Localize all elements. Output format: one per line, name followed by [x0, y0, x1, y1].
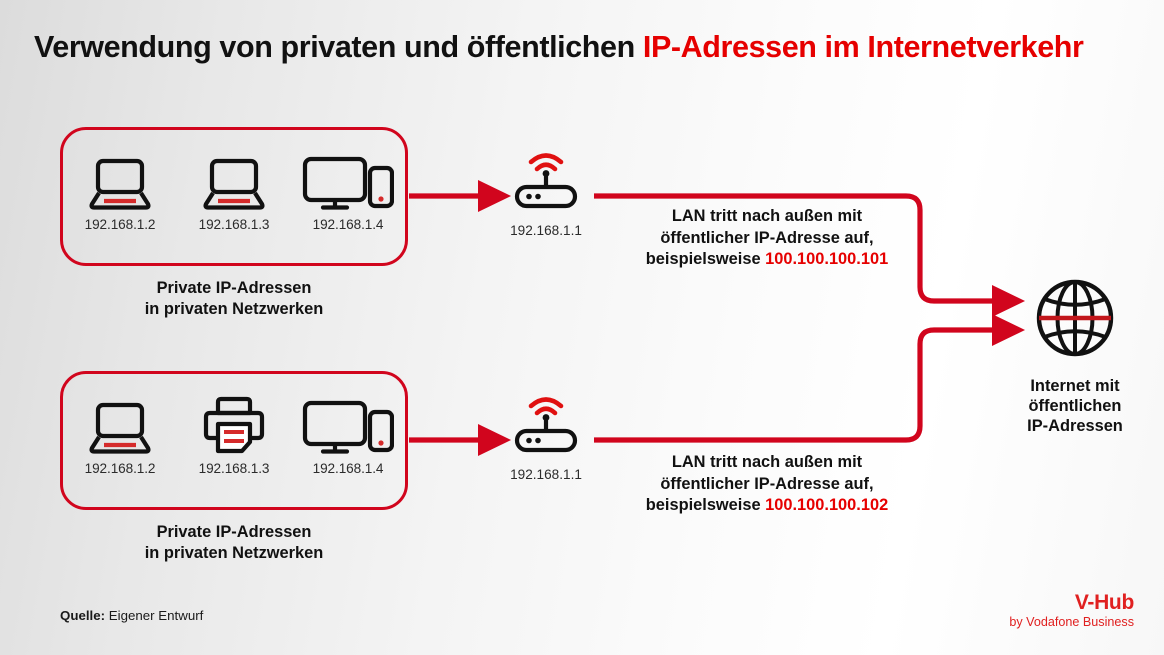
router-ip-label: 192.168.1.1 — [510, 467, 582, 482]
monitor-phone-icon — [302, 392, 394, 454]
internet-caption-line-1: Internet mit — [1030, 377, 1120, 395]
internet-node[interactable]: Internet mit öffentlichen IP-Adressen — [1000, 275, 1150, 436]
device-row-2: 192.168.1.2 192.168.1.3 — [63, 374, 405, 507]
network-caption-2: Private IP-Adressen in privaten Netzwerk… — [60, 522, 408, 564]
source-credit: Quelle: Eigener Entwurf — [60, 608, 203, 623]
device-ip-label: 192.168.1.3 — [198, 461, 270, 476]
device-row-1: 192.168.1.2 192.168.1.3 — [63, 130, 405, 263]
caption-line-1: Private IP-Adressen — [156, 523, 312, 541]
internet-caption-line-3: IP-Adressen — [1027, 417, 1123, 435]
device-ip-label: 192.168.1.2 — [84, 217, 156, 232]
device-2-1[interactable]: 192.168.1.2 — [68, 392, 172, 476]
internet-caption-line-2: öffentlichen — [1028, 397, 1122, 415]
public-ip-value: 100.100.100.101 — [765, 250, 889, 268]
source-value: Eigener Entwurf — [105, 608, 204, 623]
router-2[interactable]: 192.168.1.1 — [486, 392, 606, 482]
wifi-router-icon — [505, 392, 587, 459]
device-ip-label: 192.168.1.2 — [84, 461, 156, 476]
device-1-3[interactable]: 192.168.1.4 — [296, 148, 400, 232]
laptop-icon — [201, 148, 267, 210]
device-2-3[interactable]: 192.168.1.4 — [296, 392, 400, 476]
device-ip-label: 192.168.1.3 — [198, 217, 270, 232]
laptop-icon — [87, 148, 153, 210]
caption-line-1: Private IP-Adressen — [156, 279, 312, 297]
vhub-logo-main: V-Hub — [1074, 591, 1134, 614]
device-2-2[interactable]: 192.168.1.3 — [182, 392, 286, 476]
vhub-logo-sub: by Vodafone Business — [1009, 615, 1134, 629]
lan-note-line-3: beispielsweise 100.100.100.101 — [602, 249, 932, 271]
device-1-2[interactable]: 192.168.1.3 — [182, 148, 286, 232]
caption-line-2: in privaten Netzwerken — [144, 300, 324, 318]
laptop-icon — [87, 392, 153, 454]
caption-line-2: in privaten Netzwerken — [144, 544, 324, 562]
lan-note-line-1: LAN tritt nach außen mit — [671, 207, 863, 225]
internet-caption: Internet mit öffentlichen IP-Adressen — [1027, 376, 1123, 436]
router-1[interactable]: 192.168.1.1 — [486, 148, 606, 238]
device-ip-label: 192.168.1.4 — [312, 217, 384, 232]
device-1-1[interactable]: 192.168.1.2 — [68, 148, 172, 232]
router-ip-label: 192.168.1.1 — [510, 223, 582, 238]
lan-note-2: LAN tritt nach außen mit öffentlicher IP… — [602, 452, 932, 517]
public-ip-value: 100.100.100.102 — [765, 496, 889, 514]
wire-router2-to-internet — [594, 313, 1026, 443]
lan-note-prefix: beispielsweise — [645, 496, 766, 514]
lan-note-line-3: beispielsweise 100.100.100.102 — [602, 495, 932, 517]
printer-icon — [202, 392, 266, 454]
lan-note-line-2: öffentlicher IP-Adresse auf, — [660, 474, 874, 493]
title-black-part: Verwendung von privaten und öffentlichen — [34, 30, 643, 64]
page-title: Verwendung von privaten und öffentlichen… — [34, 30, 1084, 65]
title-red-part: IP-Adressen im Internetverkehr — [642, 30, 1084, 64]
lan-note-1: LAN tritt nach außen mit öffentlicher IP… — [602, 206, 932, 271]
monitor-phone-icon — [302, 148, 394, 210]
lan-note-line-1: LAN tritt nach außen mit — [671, 453, 863, 471]
device-ip-label: 192.168.1.4 — [312, 461, 384, 476]
network-caption-1: Private IP-Adressen in privaten Netzwerk… — [60, 278, 408, 320]
source-label: Quelle: — [60, 608, 106, 623]
lan-note-line-2: öffentlicher IP-Adresse auf, — [660, 228, 874, 247]
wifi-router-icon — [505, 148, 587, 215]
vhub-logo[interactable]: V-Hub by Vodafone Business — [1009, 591, 1134, 630]
globe-icon — [1032, 275, 1118, 366]
private-network-box-2: 192.168.1.2 192.168.1.3 — [60, 371, 408, 510]
private-network-box-1: 192.168.1.2 192.168.1.3 — [60, 127, 408, 266]
lan-note-prefix: beispielsweise — [645, 250, 766, 268]
